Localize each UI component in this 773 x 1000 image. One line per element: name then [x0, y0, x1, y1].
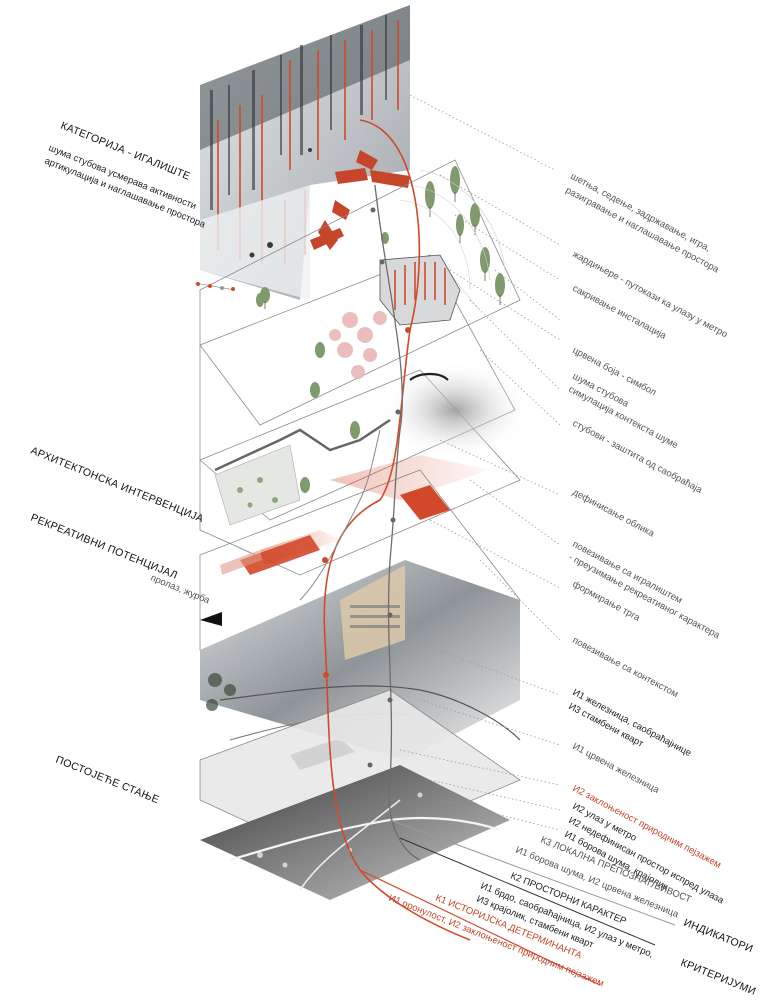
label-12: повезивање са контекстом	[571, 635, 680, 700]
leader-lines	[399, 94, 561, 831]
path-nodes	[322, 207, 411, 768]
red-intervention-shapes	[220, 455, 490, 575]
top-forest-render	[200, 5, 410, 300]
top-left-dots	[194, 282, 236, 291]
right-labels: шетња, седење, задржавање, игра, разигра…	[563, 171, 730, 907]
gray-path	[374, 184, 421, 861]
recreational-heading: РЕКРЕАТИВНИ ПОТЕНЦИЈАЛ	[29, 512, 179, 582]
architectural-heading: АРХИТЕКТОНСКА ИНТЕРВЕНЦИЈА	[29, 445, 205, 526]
plane-2-blossom-trees	[329, 311, 387, 379]
shadow-blob	[380, 360, 530, 460]
tunnel-opening	[409, 372, 449, 381]
criteria-lines	[359, 819, 676, 986]
label-0: шетња, седење, задржавање, игра,	[569, 171, 713, 254]
label-8: дефинисање облика	[571, 487, 657, 540]
label-6: симулација контекста шуме	[567, 384, 680, 451]
gray-path-2	[299, 429, 381, 601]
recreational-note: пролаз, журба	[149, 573, 212, 607]
existing-heading: ПОСТОЈЕЋЕ СТАЊЕ	[54, 754, 161, 807]
plane-2-trees	[256, 293, 360, 439]
plaza-plan	[214, 418, 391, 526]
terrain-contours	[399, 169, 506, 311]
plane-3	[199, 369, 521, 576]
indicators-label: ИНДИКАТОРИ	[682, 917, 755, 956]
station-volume	[379, 254, 461, 326]
criteria-label: КРИТЕРИЈУМИ	[679, 957, 758, 998]
plane-1	[199, 159, 521, 426]
bw-satellite-map	[200, 765, 510, 900]
arrow-marker-1	[200, 612, 222, 626]
